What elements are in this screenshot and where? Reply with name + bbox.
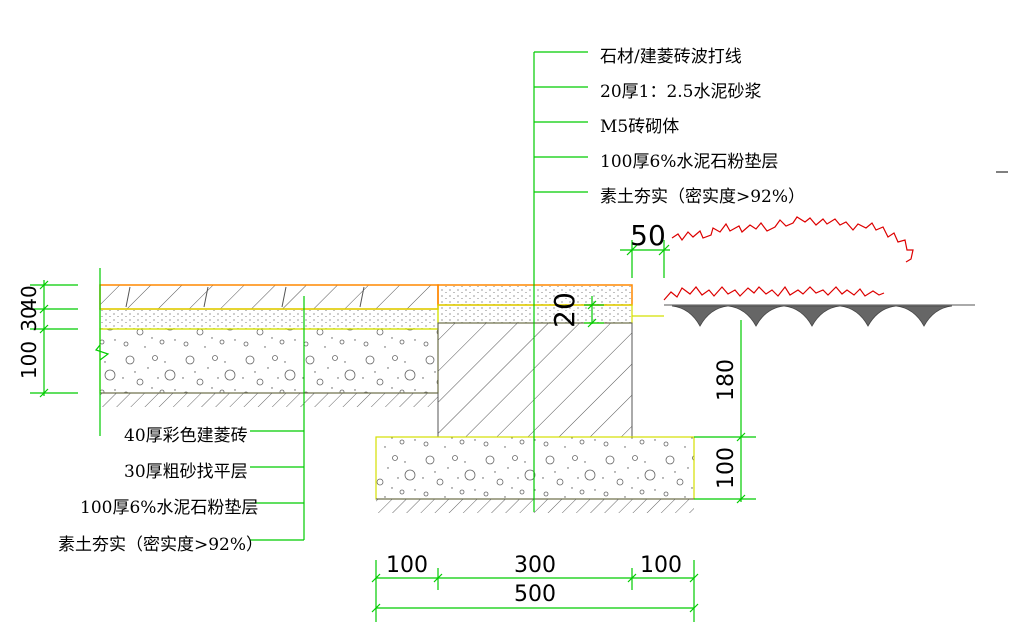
callout-right-2: 20厚1：2.5水泥砂浆: [600, 82, 762, 102]
mortar-dimension: [584, 296, 604, 328]
callout-left-1: 40厚彩色建菱砖: [124, 426, 248, 446]
callout-right-5: 素土夯实（密实度>92%）: [600, 187, 806, 207]
planting-area: [663, 216, 975, 327]
dim-base-100: 100: [714, 447, 739, 489]
shrub-top: [671, 216, 914, 263]
brick-layer: [99, 284, 439, 310]
left-dimension: [30, 268, 101, 436]
soil-footing: [376, 499, 694, 513]
concrete-footing: [375, 436, 695, 500]
brick-wall: [437, 322, 633, 438]
gap-dimension: [620, 240, 670, 278]
soil-left: [100, 393, 438, 407]
dim-bottom-100-right: 100: [640, 553, 682, 578]
mortar-layer: [437, 304, 633, 324]
callout-left-2: 30厚粗砂找平层: [124, 462, 248, 482]
concrete-base-left: [99, 328, 439, 394]
callout-left-4: 素土夯实（密实度>92%）: [58, 535, 264, 555]
dim-bottom-100-left: 100: [386, 553, 428, 578]
right-dimension: [694, 320, 756, 504]
right-leaders: [533, 51, 588, 512]
shrub-bottom: [663, 285, 885, 301]
bottom-dimension: [371, 560, 699, 622]
dim-wall-180: 180: [714, 359, 739, 401]
callout-left-3: 100厚6%水泥石粉垫层: [80, 498, 259, 518]
soil-teeth: [671, 305, 953, 327]
dim-mortar-20: 20: [548, 292, 581, 328]
left-leaders: [250, 296, 305, 541]
dim-left-100: 100: [17, 341, 41, 379]
break-mark: [94, 344, 110, 361]
callout-right-3: M5砖砌体: [600, 117, 680, 137]
dim-left-30: 30: [17, 306, 41, 331]
border-wall: [375, 284, 695, 513]
brick-joints: [125, 286, 365, 308]
callout-right-1: 石材/建菱砖波打线: [600, 47, 742, 67]
sand-layer: [99, 308, 439, 330]
dim-gap-50: 50: [630, 219, 666, 252]
dim-bottom-300: 300: [514, 553, 556, 578]
callout-right-4: 100厚6%水泥石粉垫层: [600, 152, 779, 172]
dim-left-40: 40: [17, 285, 41, 310]
left-paving: [94, 284, 439, 407]
stone-border: [437, 284, 633, 306]
dim-bottom-500: 500: [514, 582, 556, 607]
